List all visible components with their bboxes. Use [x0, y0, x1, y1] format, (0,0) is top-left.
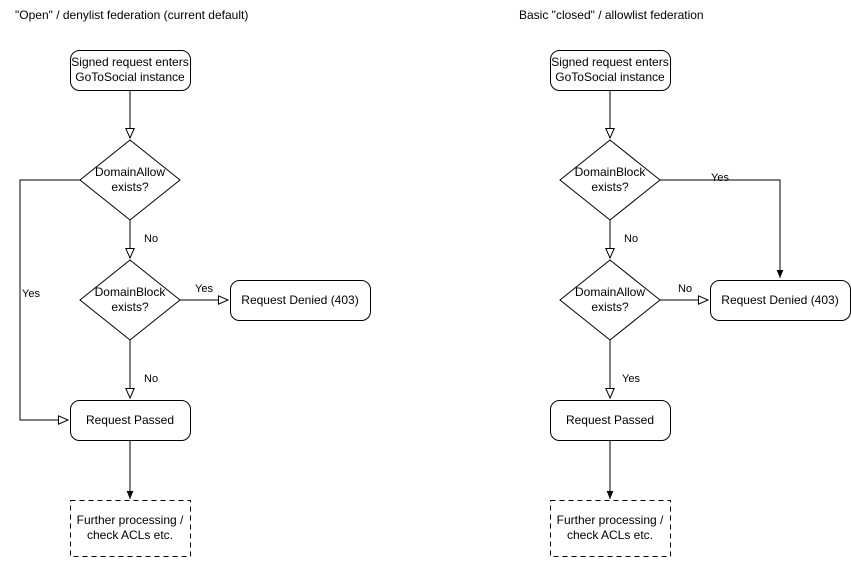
passed-node-left [70, 400, 191, 441]
decision-domainallow-left [79, 139, 181, 221]
edge-label-allow-no-left: No [144, 233, 159, 245]
further-node-right [550, 500, 671, 557]
edge-allow-yes-left [19, 179, 80, 425]
entry-node-right [550, 50, 671, 91]
decision-domainallow-right [559, 259, 661, 341]
denied-node-left [230, 280, 371, 321]
edge-label-block-yes-right: Yes [711, 172, 729, 184]
further-node-left [70, 500, 191, 557]
diagram-title-right: Basic "closed" / allowlist federation [519, 8, 704, 22]
edge-label-block-no-left: No [144, 373, 159, 385]
edge-label-allow-yes-left: Yes [22, 288, 40, 300]
edge-block-yes-right [660, 179, 784, 278]
edge-label-block-no-right: No [624, 233, 639, 245]
edge-label-block-yes-left: Yes [195, 283, 213, 295]
edge-label-allow-yes-right: Yes [622, 373, 640, 385]
diagram-right-edges [605, 90, 784, 499]
diagram-right-shapes [550, 50, 851, 557]
decision-domainblock-left [79, 259, 181, 341]
diagram-left-shapes [70, 50, 371, 557]
denied-node-right [710, 280, 851, 321]
entry-node-left [70, 50, 191, 91]
diagram-left-edges [19, 90, 230, 499]
passed-node-right [550, 400, 671, 441]
decision-domainblock-right [559, 139, 661, 221]
diagram-title-left: "Open" / denylist federation (current de… [15, 8, 249, 22]
edge-label-allow-no-right: No [678, 283, 693, 295]
